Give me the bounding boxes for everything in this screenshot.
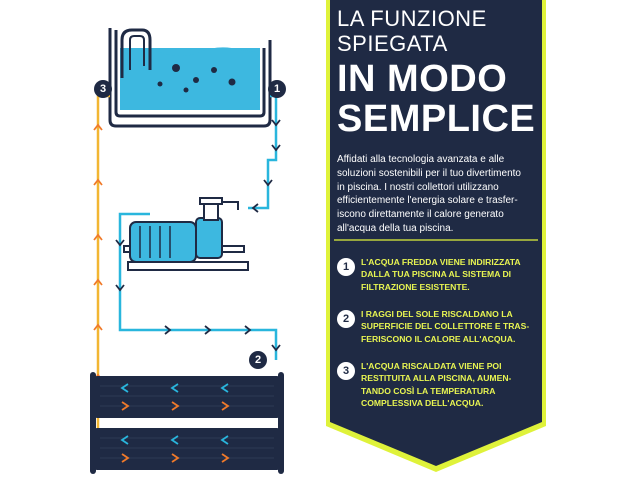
step-3: 3 L'ACQUA RISCALDATA VIENE POI RESTITUIT… [337, 360, 537, 410]
step-number: 2 [337, 310, 355, 328]
intro-line: all'acqua della tua piscina. [337, 222, 454, 234]
intro-line: soluzioni sostenibili per il tuo diverti… [337, 167, 521, 179]
step-line: FILTRAZIONE ESISTENTE. [361, 281, 470, 292]
step-line: COMPLESSIVA DELL'ACQUA. [361, 398, 484, 409]
step-line: RESTITUITA ALLA PISCINA, AUMEN- [361, 373, 512, 384]
diagram-badge-2: 2 [249, 351, 267, 369]
title-line-4: SEMPLICE [337, 98, 536, 140]
diagram-badge-3: 3 [94, 80, 112, 98]
title-line-1: LA FUNZIONE [337, 6, 487, 31]
step-line: DALLA TUA PISCINA AL SISTEMA DI [361, 269, 512, 280]
intro-line: efficientemente l'energia solare e trasf… [337, 195, 518, 207]
title-line-2: SPIEGATA [337, 31, 448, 56]
pool-icon [108, 28, 272, 128]
diagram-badge-1: 1 [268, 80, 286, 98]
system-diagram [90, 28, 284, 474]
intro-line: in piscina. I nostri collettori utilizza… [337, 181, 499, 193]
step-1: 1 L'ACQUA FREDDA VIENE INDIRIZZATA DALLA… [337, 256, 537, 293]
step-line: FERISCONO IL CALORE ALL'ACQUA. [361, 333, 516, 344]
intro-line: iscono direttamente il calore generato [337, 209, 504, 221]
step-number: 1 [337, 258, 355, 276]
title-line-3: IN MODO [337, 58, 508, 100]
step-text: I RAGGI DEL SOLE RISCALDANO LA SUPERFICI… [361, 308, 529, 345]
step-number: 3 [337, 362, 355, 380]
step-line: L'ACQUA FREDDA VIENE INDIRIZZATA [361, 257, 521, 267]
step-line: SUPERFICIE DEL COLLETTORE E TRAS- [361, 321, 530, 332]
step-2: 2 I RAGGI DEL SOLE RISCALDANO LA SUPERFI… [337, 308, 537, 345]
pump-icon [123, 197, 249, 271]
intro-line: Affidati alla tecnologia avanzata e alle [337, 154, 505, 165]
step-line: I RAGGI DEL SOLE RISCALDANO LA [361, 309, 513, 319]
step-text: L'ACQUA RISCALDATA VIENE POI RESTITUITA … [361, 360, 511, 410]
step-line: TANDO COSÌ LA TEMPERATURA [361, 385, 496, 396]
step-line: L'ACQUA RISCALDATA VIENE POI [361, 361, 502, 371]
cold-flow-arrows [115, 119, 281, 352]
step-text: L'ACQUA FREDDA VIENE INDIRIZZATA DALLA T… [361, 256, 521, 293]
solar-collector-icon [90, 372, 284, 474]
intro-paragraph: Affidati alla tecnologia avanzata e alle… [337, 153, 542, 236]
